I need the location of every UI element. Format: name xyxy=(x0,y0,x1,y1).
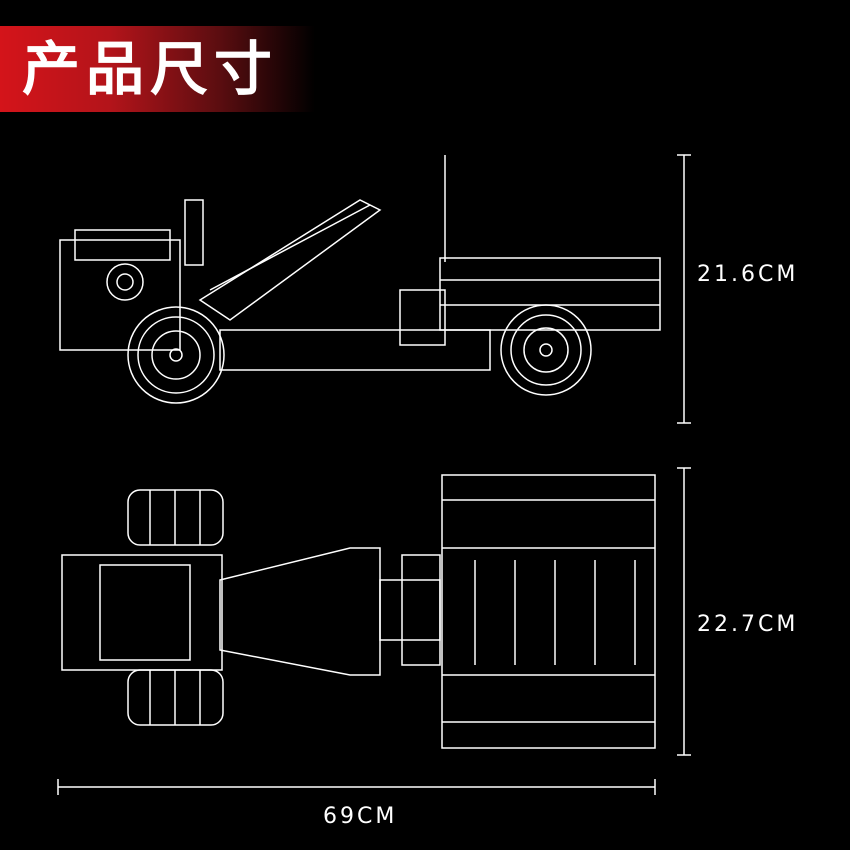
height-label: 21.6CM xyxy=(697,262,799,287)
width-label: 22.7CM xyxy=(697,612,799,637)
header-title: 产品尺寸 xyxy=(22,35,279,103)
side-view-drawing xyxy=(59,155,661,404)
length-label: 69CM xyxy=(323,804,398,829)
top-view-drawing xyxy=(61,474,656,749)
length-dimension-line xyxy=(57,779,656,795)
width-dimension-line xyxy=(677,467,691,756)
height-dimension-line xyxy=(677,154,691,424)
header-banner: 产品尺寸 xyxy=(0,26,315,112)
